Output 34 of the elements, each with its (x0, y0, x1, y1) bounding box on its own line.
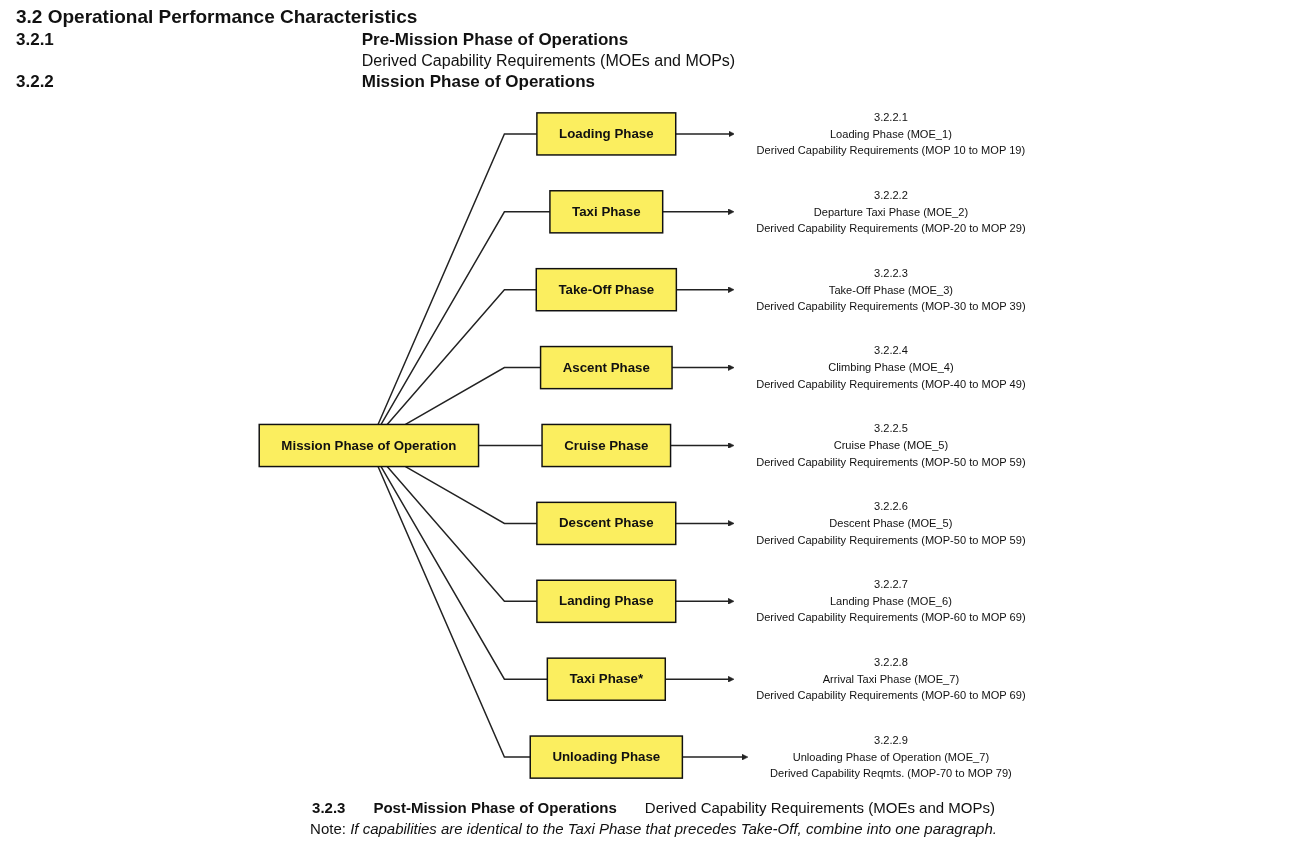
connector (386, 288, 537, 426)
node-box: Taxi Phase (549, 190, 664, 234)
node-box: Take-Off Phase (535, 267, 678, 312)
node-box: Descent Phase (536, 501, 677, 546)
node-box: Cruise Phase (541, 423, 672, 468)
section-number: 3.2.1 (16, 30, 55, 50)
node-box: Landing Phase (536, 579, 677, 624)
arrow (675, 130, 735, 138)
section-title: Pre-Mission Phase of Operations (361, 30, 630, 50)
caption-note: Note: If capabilities are identical to the Taxi Phase that precedes Take-Off, combine into one paragraph. (309, 820, 998, 837)
node-box: Mission Phase of Operation (258, 423, 480, 468)
node-box: Unloading Phase (529, 735, 684, 779)
node-text: 3.2.2.4 Climbing Phase (MOE_4) Derived Capability Requirements (MOP-40 to MOP 49) (756, 344, 1026, 390)
arrow (675, 520, 735, 527)
section-number: 3.2.3 (312, 799, 346, 816)
section-number: 3.2.2 (16, 72, 55, 92)
section-description: Derived Capability Requirements (MOEs and MOPs) (361, 52, 737, 70)
arrow (675, 598, 735, 605)
node-text: 3.2.2.7 Landing Phase (MOE_6) Derived Capability Requirements (MOP-60 to MOP 69) (756, 577, 1026, 624)
section-title: Post-Mission Phase of Operations (373, 799, 617, 816)
node-text: 3.2.2.1 Loading Phase (MOE_1) Derived Capability Requirements (MOP 10 to MOP 19) (756, 110, 1026, 157)
section-title: Mission Phase of Operations (361, 72, 597, 92)
section-description: Derived Capability Requirements (MOEs and MOPs) (644, 799, 995, 816)
section-heading: 3.2 Operational Performance Characteristics (16, 6, 419, 28)
connector (377, 465, 531, 758)
node-box: Taxi Phase* (546, 657, 666, 701)
node-box: Ascent Phase (539, 345, 673, 390)
node-box: Loading Phase (536, 112, 677, 156)
node-text: 3.2.2.9 Unloading Phase of Operation (MOE_7) Derived Capability Reqmts. (MOP-70 to MOP 79) (770, 733, 1012, 780)
node-text: 3.2.2.3 Take-Off Phase (MOE_3) Derived Capability Requirements (MOP-30 to MOP 39) (756, 266, 1026, 313)
node-text: 3.2.2.8 Arrival Taxi Phase (MOE_7) Derived Capability Requirements (MOP-60 to MOP 69) (756, 655, 1026, 702)
node-text: 3.2.2.5 Cruise Phase (MOE_5) Derived Capability Requirements (MOP-50 to MOP 59) (756, 422, 1026, 468)
node-text: 3.2.2.2 Departure Taxi Phase (MOE_2) Derived Capability Requirements (MOP-20 to MOP 29) (756, 188, 1026, 235)
node-text: 3.2.2.6 Descent Phase (MOE_5) Derived Capability Requirements (MOP-50 to MOP 59) (756, 499, 1026, 546)
